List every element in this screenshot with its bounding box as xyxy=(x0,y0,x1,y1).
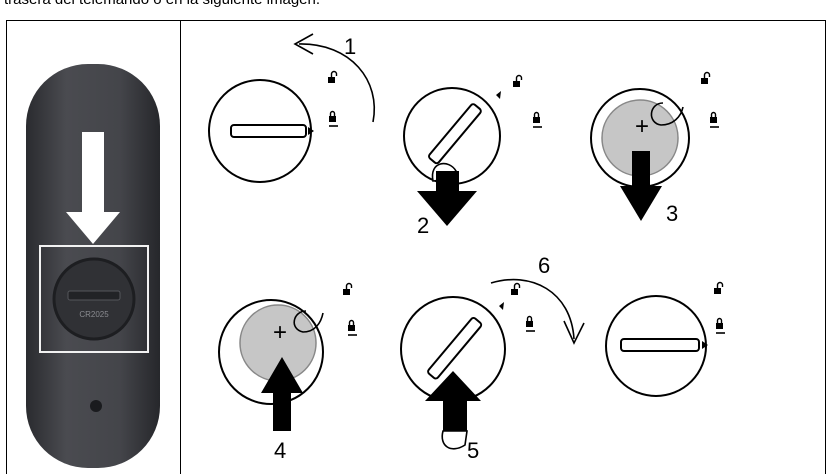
unlock-icon xyxy=(714,283,723,295)
lock-icon xyxy=(348,321,357,336)
step-number-4: 4 xyxy=(274,438,286,463)
unlock-icon xyxy=(343,284,352,296)
step-number-1: 1 xyxy=(344,34,356,59)
battery-label: CR2025 xyxy=(79,310,109,319)
step-number-5: 5 xyxy=(467,438,479,463)
svg-text:+: + xyxy=(273,319,287,346)
remote-hole xyxy=(90,400,102,412)
unlock-icon xyxy=(511,284,520,296)
cover-slot-horizontal xyxy=(231,125,306,137)
lock-icon xyxy=(710,113,719,128)
step-6-panel xyxy=(606,283,725,397)
unlock-icon xyxy=(701,73,710,85)
lock-icon xyxy=(716,319,725,334)
svg-text:+: + xyxy=(635,113,649,140)
step-number-6: 6 xyxy=(538,253,550,278)
lock-icon xyxy=(526,317,535,332)
battery-cover-slot xyxy=(68,291,120,300)
step-4-panel: + 4 xyxy=(219,284,357,464)
step-3-panel: + 3 xyxy=(591,73,719,227)
step-1-panel: 1 xyxy=(209,34,374,182)
rotate-arrow-icon xyxy=(491,280,574,339)
step-number-3: 3 xyxy=(666,201,678,226)
lock-icon xyxy=(533,113,542,128)
step-number-2: 2 xyxy=(417,213,429,238)
unlock-icon xyxy=(328,72,337,84)
rotate-arrow-icon xyxy=(299,44,374,122)
unlock-icon xyxy=(513,76,522,88)
page-caption: trasera del telemando o en la siguiente … xyxy=(4,0,320,8)
cover-slot-horizontal xyxy=(621,339,699,351)
remote-control-photo: CR2025 xyxy=(22,62,164,472)
step-5-panel: 5 6 xyxy=(401,253,584,463)
step-2-panel: 2 xyxy=(404,76,542,239)
lock-icon xyxy=(329,112,338,127)
battery-steps-diagram: 1 2 + 3 + 4 xyxy=(181,21,826,474)
